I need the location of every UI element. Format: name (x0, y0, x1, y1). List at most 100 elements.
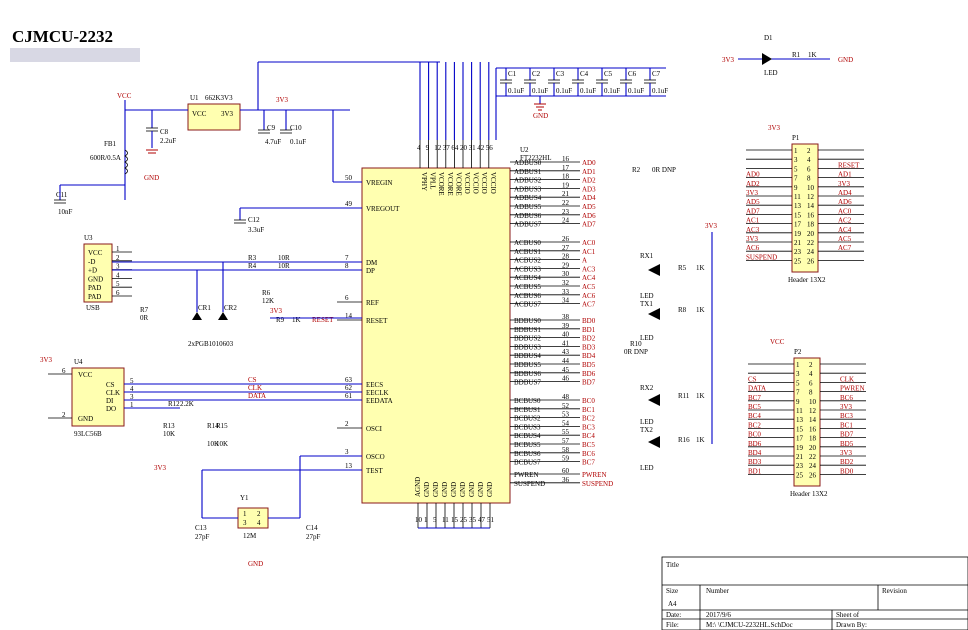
u2-pin-name: SUSPEND (514, 480, 545, 488)
header-net-right: AC7 (838, 244, 852, 252)
header-pin-num: 24 (807, 248, 815, 256)
r16-ref: R16 (678, 436, 690, 444)
u2-net-label: BC1 (582, 406, 595, 414)
u2-top-pin-name: VCORE (446, 172, 454, 196)
header-pin-num: 1 (794, 147, 798, 155)
header-pin-num: 24 (809, 462, 817, 470)
u3-pin-num: 5 (116, 280, 120, 288)
u2-top-pin-name: VPHY (420, 172, 428, 191)
header-pin-num: 20 (809, 444, 817, 452)
title-block: Title Size A4 Number Revision Date: 2017… (661, 556, 968, 630)
net-reset: RESET (312, 316, 334, 324)
svg-text:2: 2 (257, 510, 261, 518)
u2-bottom-pin-num: 47 (478, 516, 486, 524)
header-pin-num: 26 (809, 471, 817, 479)
u2-pin-name: ACBUS5 (514, 283, 541, 291)
net-clk: CLK (248, 384, 262, 392)
u1-pin-vcc: VCC (192, 110, 207, 118)
header-net-left: AC3 (746, 226, 760, 234)
u2-pin-num: 48 (562, 393, 570, 401)
svg-text:3: 3 (243, 519, 247, 527)
cap-ref: C5 (604, 70, 613, 78)
u2-bottom-pin-num: 15 (451, 516, 459, 524)
svg-text:1: 1 (243, 510, 247, 518)
u2-top-pin-name: VCCIO (480, 172, 488, 194)
header-pin-num: 2 (809, 361, 813, 369)
r4-ref: R4 (248, 262, 257, 270)
c10-value: 0.1uF (290, 138, 306, 146)
u2-net-label: PWREN (582, 471, 607, 479)
led-rx1: RX1 LED (640, 252, 660, 300)
header-net-left: BC2 (748, 421, 761, 429)
u2-pin-num: 59 (562, 455, 570, 463)
header-net-right: BC3 (840, 412, 853, 420)
d1-ref: D1 (764, 34, 773, 42)
u4-pin-num: 2 (62, 411, 66, 419)
u2-pin-num: 49 (345, 200, 353, 208)
header-net-right: BD2 (840, 458, 854, 466)
u2-pin-num: 18 (562, 173, 570, 181)
svg-text:GND: GND (248, 560, 263, 568)
header-net-right: AC0 (838, 207, 852, 215)
u2-bottom-pin-num: 35 (469, 516, 477, 524)
u2-top-pin-num: 64 (451, 144, 459, 152)
u2-pin-num: 17 (562, 164, 570, 172)
c8-ref: C8 (160, 128, 169, 136)
u2-pin-num: 45 (562, 366, 570, 374)
tb-title: Title (666, 561, 679, 569)
u2-pin-num: 21 (562, 190, 570, 198)
u2-net-label: BD3 (582, 343, 596, 351)
u4-pin-num: 1 (130, 401, 134, 409)
header-net-left: SUSPEND (746, 253, 777, 261)
u2-pin-num: 36 (562, 476, 570, 484)
svg-text:1K: 1K (696, 306, 705, 314)
net-data: DATA (248, 392, 266, 400)
u2-pin-num: 52 (562, 402, 570, 410)
u2-pin-name: BCBUS2 (514, 415, 541, 423)
u2-net-label: A (582, 257, 587, 265)
header-net-right: BD7 (840, 431, 854, 439)
header-net-left: 3V3 (746, 189, 759, 197)
u2-pin-name: ADBUS1 (514, 168, 542, 176)
r6-ref: R6 (262, 289, 271, 297)
u2-pin-name: BDBUS1 (514, 326, 541, 334)
r15-ref: R15 (216, 422, 228, 430)
u2-bottom-pin-num: 1 (424, 516, 428, 524)
svg-text:LED: LED (640, 334, 654, 342)
u2-pin-name: BCBUS6 (514, 450, 541, 458)
svg-text:RX1: RX1 (640, 252, 654, 260)
header-pin-num: 19 (796, 444, 804, 452)
r3-ref: R3 (248, 254, 257, 262)
header-pin-num: 13 (796, 416, 804, 424)
cap-value: 0.1uF (556, 87, 572, 95)
u2-top-pin-name: VCCIO (463, 172, 471, 194)
gnd-label: GND (533, 112, 548, 120)
u2-bottom-pin-name: GND (459, 482, 467, 497)
u2-body (361, 167, 511, 504)
fb1-ref: FB1 (104, 140, 117, 148)
u2-pin-num: 44 (562, 357, 570, 365)
u2-net-label: BC5 (582, 441, 595, 449)
u3-label: USB (86, 304, 100, 312)
header-pin-num: 20 (807, 230, 815, 238)
c8-value: 2.2uF (160, 137, 176, 145)
u2-bottom-pin-num: 51 (487, 516, 495, 524)
cap-ref: C7 (652, 70, 661, 78)
y1-value: 12M (243, 532, 257, 540)
svg-text:1K: 1K (696, 392, 705, 400)
u2-pin-num: 29 (562, 261, 570, 269)
header-pin-num: 11 (796, 407, 803, 415)
r11-ref: R11 (678, 392, 690, 400)
cap-ref: C3 (556, 70, 565, 78)
header-pin-num: 4 (807, 156, 811, 164)
u2-net-label: AC4 (582, 274, 596, 282)
u3-pin-name: PAD (88, 293, 101, 301)
u2-pin-name: EEDATA (366, 397, 393, 405)
r12-label: R12 (168, 400, 180, 408)
header-pin-num: 16 (807, 211, 815, 219)
cr1-symbol (192, 312, 202, 320)
header-pin-num: 15 (796, 425, 804, 433)
c14-ref: C14 (306, 524, 318, 532)
